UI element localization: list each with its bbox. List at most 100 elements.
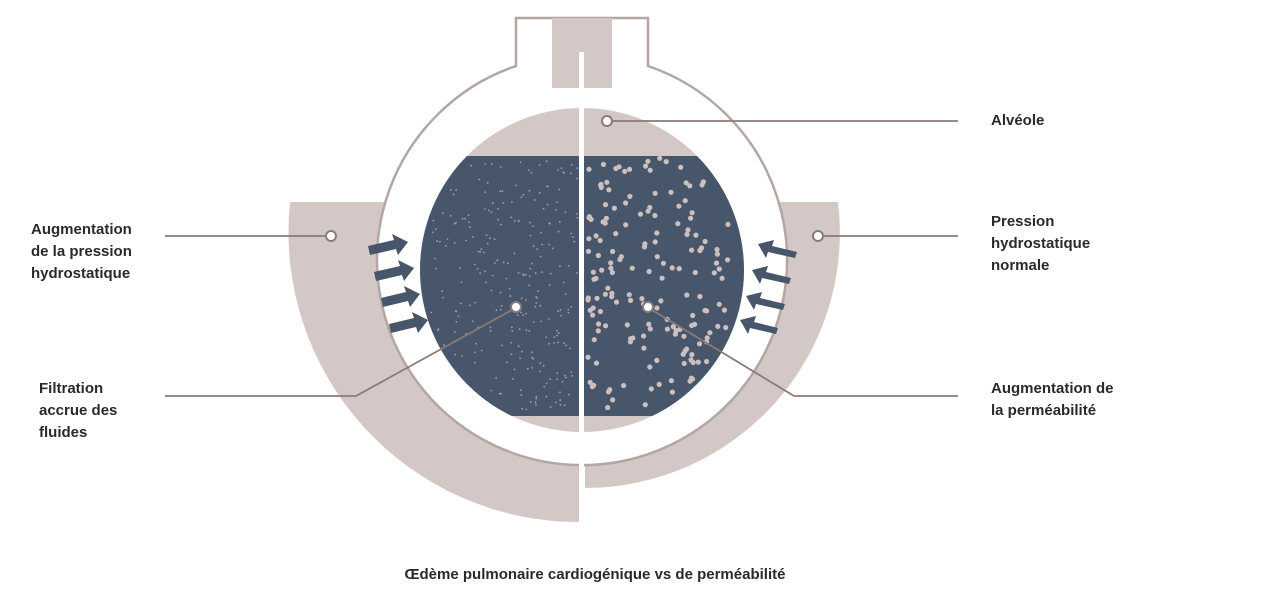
label-left-pressure: Augmentation de la pression hydrostatiqu… [31,219,132,285]
large-particle [586,166,592,172]
small-particle [495,309,498,312]
small-particle [520,196,523,199]
small-particle [545,395,548,398]
arrow-left-icon [752,266,791,284]
arrow-left-icon [740,316,778,334]
small-particle [484,270,486,273]
large-particle [641,333,647,339]
small-particle [518,220,520,222]
arrow-right-icon [374,260,414,281]
small-particle [573,240,576,243]
small-particle [457,315,460,317]
large-particle [626,292,632,298]
large-particle [652,239,658,245]
label-line: accrue des [39,402,118,419]
small-particle [500,223,502,226]
small-particle [525,329,528,331]
small-particle [490,389,493,392]
small-particle [506,361,508,364]
label-line: fluides [39,424,88,441]
large-particle [676,203,682,209]
large-particle [654,230,660,236]
small-particle [556,378,559,381]
label-permeability: Augmentation de la perméabilité [991,378,1114,422]
small-particle [441,290,444,292]
small-particle [476,267,479,270]
arrow-left-icon [758,240,797,258]
small-particle [455,189,457,192]
large-particle [716,266,722,272]
large-particle [699,182,705,188]
small-particle [432,219,435,222]
small-particle [522,273,524,276]
small-particle [490,211,493,214]
large-particle [660,260,667,266]
figure-caption: Œdème pulmonaire cardiogénique vs de per… [404,566,786,583]
large-particle [688,375,695,381]
small-particle [497,208,500,210]
small-particle [570,371,572,373]
large-particle [704,308,710,314]
small-particle [511,330,514,332]
large-particle [716,301,722,307]
large-particle [624,322,630,328]
large-particle [637,211,644,217]
small-particle [453,331,456,333]
small-particle [453,241,456,244]
large-particle [604,179,610,185]
large-particle [603,323,609,329]
small-particle [452,193,455,196]
small-particle [536,297,539,299]
small-particle [507,262,509,265]
small-particle [528,189,531,192]
large-particle [603,215,610,221]
large-particle [681,360,687,367]
small-particle [562,281,565,284]
large-particle [600,161,607,167]
small-particle [535,397,538,400]
large-particle [711,270,717,276]
large-particle [690,312,696,319]
large-particle [607,387,613,393]
large-particle [587,307,593,313]
large-particle [676,266,682,272]
small-particle [512,377,514,380]
label-alveole: Alvéole [991,110,1044,132]
large-particle [613,231,619,237]
small-particle [562,171,565,174]
small-particle [473,361,476,364]
small-particle [434,257,437,260]
small-particle [529,234,532,237]
large-particle [594,295,600,301]
small-particle [533,199,536,201]
large-particle [681,333,687,339]
large-particle [621,382,627,389]
small-particle [535,395,538,398]
small-particle [455,310,457,312]
callout-dot-alveole [601,115,613,127]
small-particle [484,163,487,165]
small-particle [557,230,560,233]
small-particle [513,368,516,371]
large-particle [696,341,703,347]
small-particle [509,294,512,297]
small-particle [522,314,524,316]
large-particle [602,202,609,208]
small-particle [563,404,566,406]
small-particle [489,326,492,329]
right-arrow-group [740,240,797,334]
small-particle [468,226,471,229]
small-particle [532,225,534,228]
large-particle [699,245,705,251]
small-particle [559,399,562,402]
small-particle [570,172,572,175]
small-particle [474,301,477,304]
large-particle [663,159,669,165]
small-particle [478,178,480,181]
large-particle [591,337,597,343]
large-particle [669,265,675,271]
large-particle [704,358,710,365]
large-particle [585,354,591,360]
callout-dot-filtration [510,301,522,313]
small-particle [576,216,579,219]
